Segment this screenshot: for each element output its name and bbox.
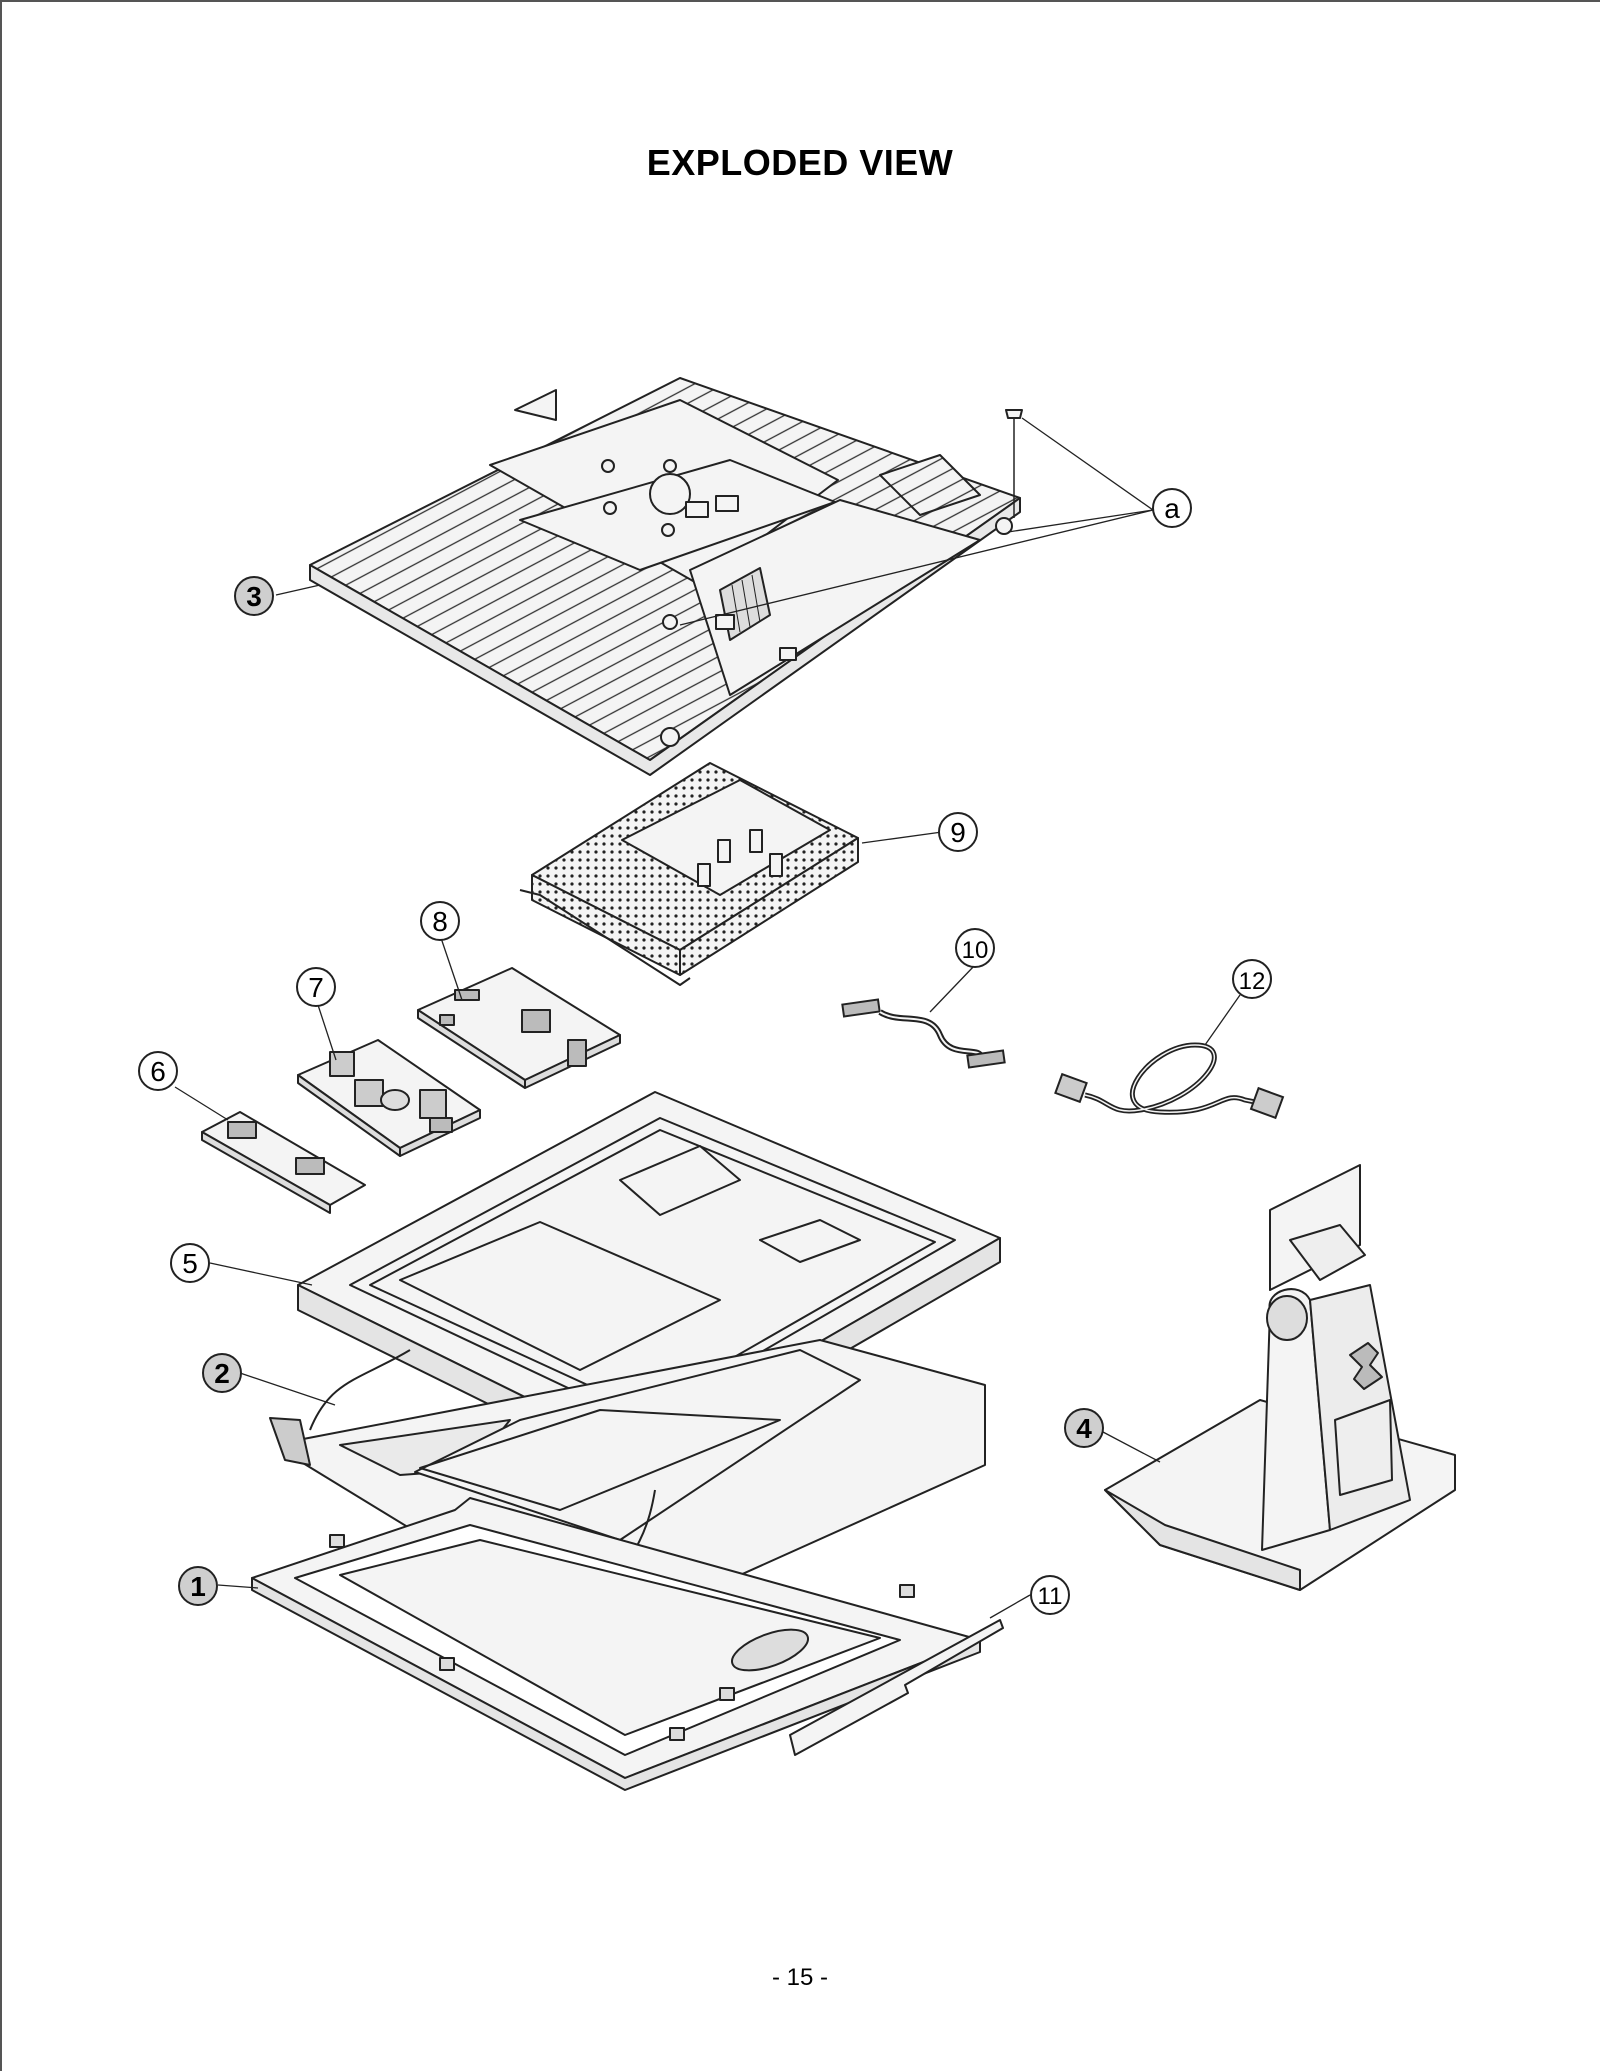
callout-8: 8 <box>420 901 460 941</box>
callout-9-label: 9 <box>950 817 966 848</box>
leader-lines <box>174 417 1241 1619</box>
callout-2-label: 2 <box>214 1358 230 1389</box>
callout-9: 9 <box>938 812 978 852</box>
callout-3: 3 <box>234 576 274 616</box>
board-part-8 <box>417 967 621 1089</box>
callout-12-label: 12 <box>1239 968 1266 995</box>
lvds-cable-part-10 <box>841 998 1006 1069</box>
callout-a-label: a <box>1164 493 1180 524</box>
callout-11-label: 11 <box>1038 1583 1063 1610</box>
front-bezel-part-1 <box>251 1497 981 1791</box>
power-board-part-7 <box>297 1039 481 1157</box>
callout-4-label: 4 <box>1076 1413 1092 1444</box>
callout-a: a <box>1152 488 1192 528</box>
shield-case-part-9 <box>519 762 859 986</box>
callout-2: 2 <box>202 1353 242 1393</box>
callout-10-label: 10 <box>962 937 989 964</box>
callout-6-label: 6 <box>150 1056 166 1087</box>
callout-12: 12 <box>1232 959 1272 999</box>
callout-6: 6 <box>138 1051 178 1091</box>
callout-5: 5 <box>170 1243 210 1283</box>
callout-4: 4 <box>1064 1408 1104 1448</box>
stand-part-4 <box>1104 1164 1456 1591</box>
page-title: EXPLODED VIEW <box>646 142 954 183</box>
callout-5-label: 5 <box>182 1248 198 1279</box>
callout-1: 1 <box>178 1566 218 1606</box>
bracket-part-11 <box>789 1619 1004 1756</box>
callout-11: 11 <box>1030 1575 1070 1615</box>
callout-7-label: 7 <box>308 972 324 1003</box>
callout-1-label: 1 <box>190 1571 206 1602</box>
callout-7: 7 <box>296 967 336 1007</box>
page-number: - 15 - <box>771 1964 828 1991</box>
callout-3-label: 3 <box>246 581 262 612</box>
callout-10: 10 <box>955 928 995 968</box>
back-cover-part-3 <box>309 377 1023 776</box>
signal-cable-part-12 <box>1054 1042 1285 1120</box>
inverter-board-part-6 <box>201 1111 366 1214</box>
callout-8-label: 8 <box>432 906 448 937</box>
